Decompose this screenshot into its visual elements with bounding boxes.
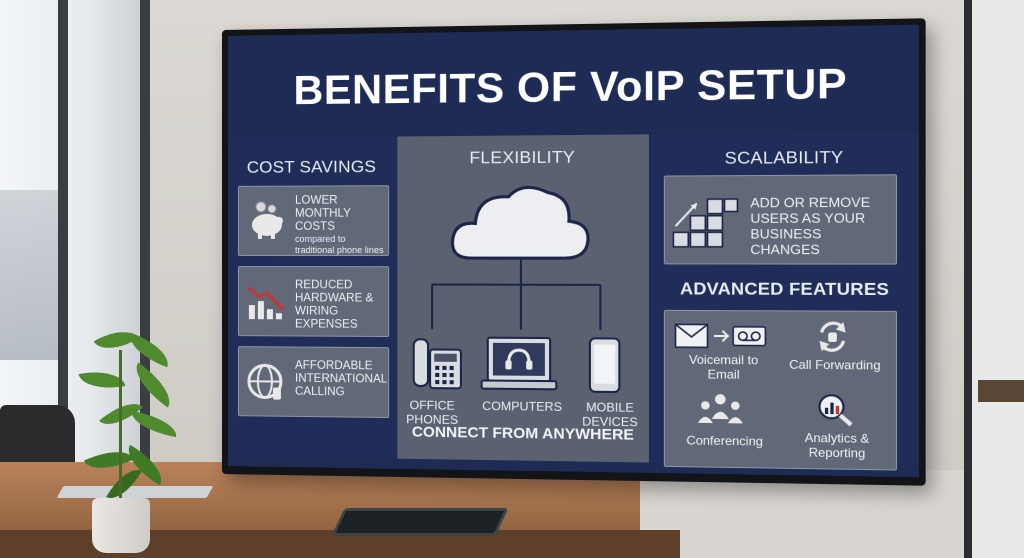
plant-pot <box>92 498 150 553</box>
conferencing-icon <box>697 392 744 431</box>
call-forwarding-icon <box>813 318 852 361</box>
cost-item-hardware: REDUCED HARDWARE & WIRING EXPENSES <box>237 266 390 338</box>
growth-blocks-icon <box>671 191 739 256</box>
scalability-text: ADD OR REMOVE USERS AS YOUR BUSINESS CHA… <box>750 194 871 258</box>
connection-lines <box>397 256 649 339</box>
window-frame <box>58 0 68 470</box>
office-window <box>0 0 150 470</box>
cost-item-international: AFFORDABLE INTERNATIONAL CALLING <box>237 346 390 419</box>
voicemail-icon <box>673 321 769 356</box>
connect-anywhere-text: CONNECT FROM ANYWHERE <box>411 423 634 444</box>
laptop-headset-icon <box>479 336 558 399</box>
slide-title: BENEFITS OF VoIP SETUP <box>293 59 848 114</box>
feature-label-conferencing: Conferencing <box>686 433 763 449</box>
analytics-icon <box>815 391 854 432</box>
cost-item-text: AFFORDABLE INTERNATIONAL CALLING <box>294 359 387 399</box>
wall-tv: BENEFITS OF VoIP SETUP COST SAVINGS LO <box>222 18 926 486</box>
feature-label-analytics: Analytics & Reporting <box>804 430 870 461</box>
tablet-device <box>331 508 509 536</box>
feature-label-call-forwarding: Call Forwarding <box>789 357 881 373</box>
scalability-card: ADD OR REMOVE USERS AS YOUR BUSINESS CHA… <box>663 174 898 265</box>
piggy-bank-icon <box>245 199 289 248</box>
tv-screen: BENEFITS OF VoIP SETUP COST SAVINGS LO <box>227 24 920 478</box>
window-frame <box>140 0 150 470</box>
flexibility-panel: FLEXIBILITY <box>397 134 649 463</box>
scalability-panel: SCALABILITY ADD OR REMOVE US <box>651 132 920 471</box>
declining-chart-icon <box>245 279 289 328</box>
mobile-phone-icon <box>588 336 622 399</box>
glass-partition <box>964 0 1024 558</box>
cloud-icon <box>449 176 595 284</box>
cost-item-text: REDUCED HARDWARE & WIRING EXPENSES <box>294 279 374 331</box>
advanced-features-heading: ADVANCED FEATURES <box>680 278 890 300</box>
closed-laptop <box>56 486 214 498</box>
advanced-features-card: Voicemail to Email Call Forwarding <box>663 309 898 471</box>
cost-savings-panel: COST SAVINGS LOWER MONTHLY COSTS compare… <box>227 136 396 459</box>
flexibility-heading: FLEXIBILITY <box>469 147 575 168</box>
city-skyline <box>0 190 60 360</box>
scalability-heading: SCALABILITY <box>724 147 844 168</box>
feature-label-voicemail: Voicemail to Email <box>688 352 759 382</box>
cost-item-subtext: compared to traditional phone lines <box>294 233 384 256</box>
side-table <box>978 380 1024 402</box>
cost-item-text: LOWER MONTHLY COSTS <box>294 194 351 233</box>
cost-item-lower-costs: LOWER MONTHLY COSTS compared to traditio… <box>237 185 390 257</box>
globe-icon <box>245 359 289 409</box>
desk-phone-icon <box>412 335 465 397</box>
cost-savings-heading: COST SAVINGS <box>246 156 377 177</box>
device-label-computers: COMPUTERS <box>482 398 562 415</box>
